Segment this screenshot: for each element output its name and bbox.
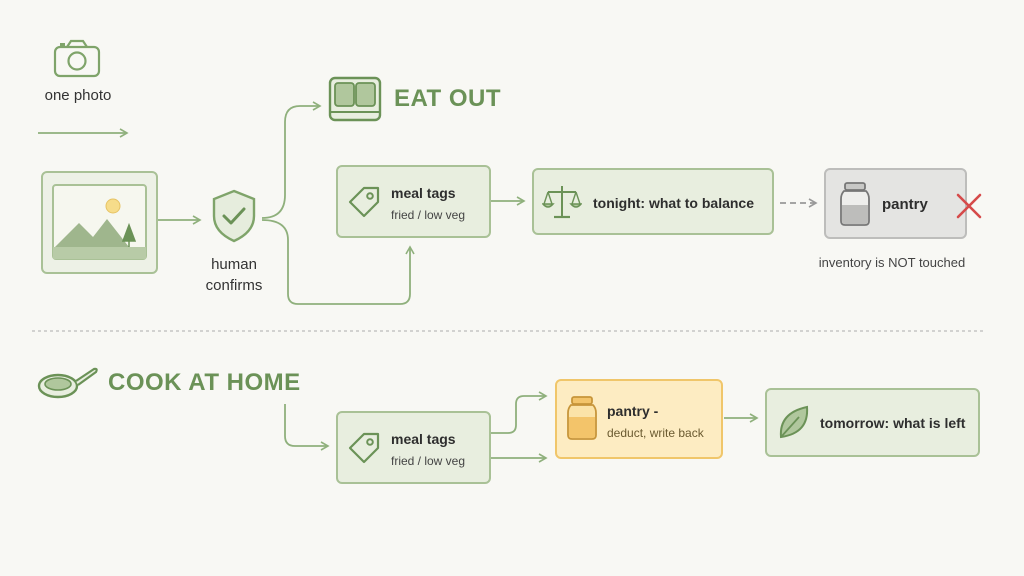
landscape-photo-icon [52,184,147,260]
cook-pantry-title: pantry - [607,403,659,419]
eat-out-meal-tags-card: meal tags fried / low veg [336,165,491,238]
bento-box-icon [327,75,383,123]
frying-pan-icon [36,363,100,403]
leftover-title: tomorrow: what is left [820,415,966,431]
confirm-to-eat-out-arrow [261,101,322,219]
confirm-label-line1: human [211,256,257,273]
meal-tags-to-pantry-arrow [491,391,548,434]
eat-out-meal-tags-title: meal tags [391,185,456,201]
cook-meal-tags-card: meal tags fried / low veg [336,411,491,484]
leaf-icon [779,405,809,439]
cook-pantry-card: pantry - deduct, write back [555,379,723,459]
input-label: one photo [44,87,112,104]
shield-check-icon [210,188,258,244]
confirm-to-meal-tags-arrow [261,219,415,305]
inventory-note: inventory is NOT touched [818,255,966,270]
jar-icon [567,396,597,440]
eat-out-pantry-card: pantry [824,168,967,239]
eat-out-meal-tags-subtitle: fried / low veg [391,208,466,222]
scales-icon [542,186,582,219]
photo-card [41,171,158,274]
jar-icon [840,182,870,226]
tag-icon [348,432,380,464]
eat-out-heading: EAT OUT [394,85,502,112]
cross-icon [956,193,982,219]
cook-pantry-subtitle: deduct, write back [607,426,704,440]
camera-icon [52,38,102,78]
leftover-card: tomorrow: what is left [765,388,980,457]
tag-icon [348,186,380,218]
balance-card: tonight: what to balance [532,168,774,235]
eat-out-pantry-title: pantry [882,196,928,213]
cook-meal-tags-subtitle: fried / low veg [391,454,466,468]
cook-at-home-heading: COOK AT HOME [108,369,301,396]
cook-to-meal-tags-arrow [284,404,330,451]
cook-meal-tags-title: meal tags [391,431,456,447]
confirm-label-line2: confirms [205,277,263,294]
balance-title: tonight: what to balance [593,195,754,211]
